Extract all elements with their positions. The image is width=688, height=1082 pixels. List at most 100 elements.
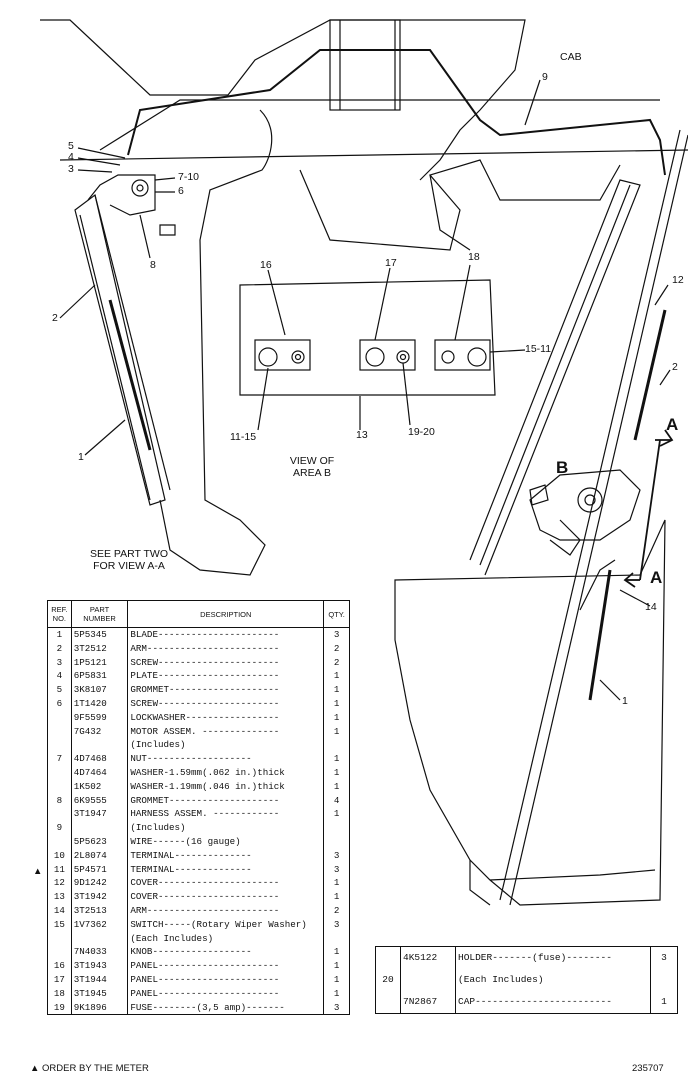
ref-cell — [47, 931, 72, 946]
cab-roof-line — [59, 149, 688, 161]
part-number-cell: 4K5122 — [400, 946, 456, 970]
right-wiper-motor — [529, 469, 641, 556]
qty-cell: 4 — [333, 794, 340, 806]
qty-cell: 1 — [333, 697, 340, 709]
cab-door — [394, 519, 666, 906]
qty-cell: 3 — [333, 849, 340, 861]
qty-cell: 2 — [333, 642, 340, 654]
callout-8: 8 — [150, 259, 156, 271]
part-number-cell: 3T1947 — [71, 807, 129, 822]
part-number-cell: 3T1943 — [71, 959, 129, 973]
description-cell: SCREW---------------------- — [127, 696, 325, 711]
ref-cell — [47, 834, 72, 849]
table-row: 9 (Includes) — [47, 821, 350, 835]
ref-cell — [47, 738, 72, 753]
description-cell: (Includes) — [127, 738, 325, 753]
callout-12: 12 — [672, 274, 684, 286]
ref-cell — [375, 946, 401, 970]
interior-cutout — [159, 109, 273, 576]
part-number-cell: 1P5121 — [71, 655, 129, 670]
description-cell: COVER---------------------- — [127, 890, 325, 904]
callout-5: 5 — [68, 140, 74, 152]
cab-label: CAB — [560, 51, 582, 63]
ref-cell: 14 — [47, 903, 72, 918]
description-cell: WASHER-1.59mm(.062 in.)thick — [127, 765, 325, 780]
section-marker-a-bottom: A — [650, 568, 663, 587]
description-cell: (Includes) — [127, 821, 325, 835]
ref-cell: 9 — [47, 821, 72, 835]
description-cell: MOTOR ASSEM. -------------- — [127, 724, 325, 739]
part-number-cell: 3T2513 — [71, 903, 129, 918]
header-description: DESCRIPTION — [127, 600, 325, 628]
qty-cell: 1 — [333, 670, 340, 682]
ref-cell: 20 — [375, 969, 401, 991]
callout-2-left: 2 — [52, 312, 58, 324]
ref-cell: 2 — [47, 641, 72, 656]
callout-13: 13 — [356, 429, 368, 441]
ref-cell: 8 — [47, 793, 72, 808]
qty-cell: 1 — [661, 995, 667, 1007]
cab-outline — [40, 19, 526, 181]
callout-1-left: 1 — [78, 451, 84, 463]
callout-7-10: 7-10 — [178, 171, 200, 183]
description-cell: LOCKWASHER----------------- — [127, 710, 325, 725]
part-number-cell: 4D7468 — [71, 752, 129, 766]
ref-cell: 6 — [47, 696, 72, 711]
description-cell: WIRE------(16 gauge) — [127, 834, 325, 849]
qty-cell: 1 — [333, 877, 340, 889]
part-number-cell — [400, 969, 456, 991]
qty-cell: 1 — [333, 766, 340, 778]
part-number-cell: 1T1420 — [71, 696, 129, 711]
callout-17: 17 — [385, 257, 397, 269]
description-cell: HOLDER-------(fuse)-------- — [455, 946, 651, 970]
qty-cell: 1 — [333, 960, 340, 972]
description-cell: WASHER-1.19mm(.046 in.)thick — [127, 779, 325, 794]
ref-cell: 17 — [47, 972, 72, 987]
table-row: 5P5623 WIRE------(16 gauge) — [47, 834, 350, 849]
ref-cell: 12 — [47, 876, 72, 891]
qty-cell: 1 — [333, 808, 340, 820]
callout-14: 14 — [645, 601, 657, 613]
callout-19-20: 19-20 — [408, 426, 435, 438]
description-cell: PANEL---------------------- — [127, 972, 325, 987]
table-row: (Includes) — [47, 738, 350, 753]
section-marker-a-top: A — [666, 415, 679, 434]
qty-cell: 1 — [333, 891, 340, 903]
part-number-cell — [71, 738, 129, 753]
part-number-cell: 2L8074 — [71, 848, 129, 863]
part-number-cell: 6P5831 — [71, 669, 129, 684]
ref-cell: 19 — [47, 1000, 72, 1015]
part-number-cell: 1K502 — [71, 779, 129, 794]
qty-cell: 3 — [333, 863, 340, 875]
description-cell: COVER---------------------- — [127, 876, 325, 891]
table-row: (Each Includes) — [47, 931, 350, 946]
qty-cell: 1 — [333, 973, 340, 985]
ref-cell — [375, 990, 401, 1014]
description-cell: KNOB------------------ — [127, 945, 325, 960]
part-number-cell: 3K8107 — [71, 683, 129, 697]
description-cell: FUSE--------(3,5 amp)------- — [127, 1000, 325, 1015]
part-number-cell: 7G432 — [71, 724, 129, 739]
qty-cell — [651, 969, 678, 991]
part-number-cell: 1V7362 — [71, 917, 129, 932]
description-cell: SWITCH-----(Rotary Wiper Washer) — [127, 917, 325, 932]
qty-cell — [324, 835, 350, 849]
drawing-number: 235707 — [632, 1063, 664, 1074]
callout-4: 4 — [68, 151, 74, 163]
ref-cell: 11 — [47, 862, 72, 877]
qty-cell: 1 — [333, 987, 340, 999]
